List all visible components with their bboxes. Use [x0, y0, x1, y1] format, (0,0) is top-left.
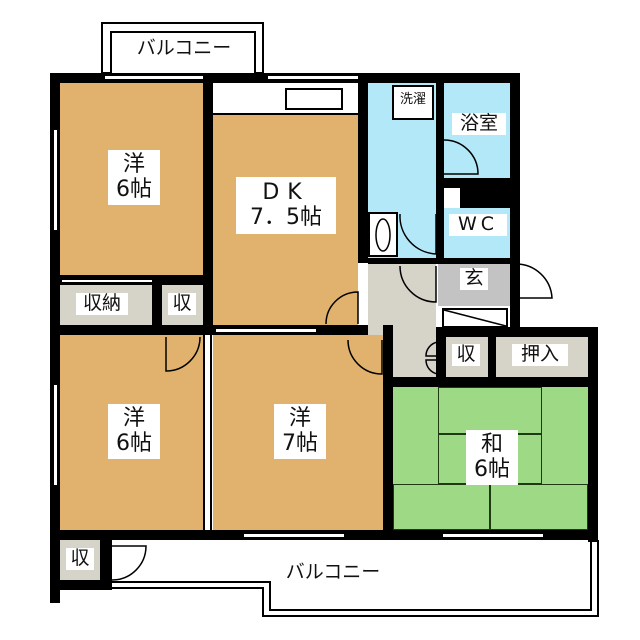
room-type: 和 [480, 432, 503, 457]
kitchen-sink [285, 88, 343, 110]
door-swing-icon [347, 339, 383, 375]
outer-wall [588, 327, 598, 542]
door-swing-icon [399, 213, 437, 255]
outer-wall [430, 327, 598, 337]
wall [152, 285, 162, 330]
room-size: 6帖 [474, 457, 510, 483]
window [52, 385, 59, 485]
entrance-door-icon [515, 263, 553, 299]
balcony-bottom-outline [112, 540, 599, 617]
wall [488, 337, 496, 385]
room-type: 洋 [122, 152, 145, 177]
storage-small-1-label: 収 [168, 292, 196, 315]
laundry-label: 洗濯 [395, 92, 431, 108]
window [244, 532, 344, 539]
room-western-sw-label: 洋 6帖 [108, 404, 160, 459]
storage-door [62, 278, 152, 284]
door-swing-icon [165, 336, 201, 372]
room-size: 6帖 [116, 177, 152, 203]
balcony-bottom-label: バルコニー [285, 561, 381, 583]
wall [50, 580, 112, 590]
room-western-nw-label: 洋 6帖 [108, 150, 160, 205]
room-type: DK [262, 180, 310, 205]
storage-small-2-label: 収 [452, 343, 480, 366]
door-swing-icon [443, 139, 479, 175]
wall [460, 178, 510, 208]
wall [383, 325, 393, 540]
washbasin [368, 212, 398, 257]
outer-wall [510, 73, 520, 331]
wall [358, 73, 368, 263]
room-entrance-label: 玄 [460, 267, 488, 290]
storage-closet-label: 収納 [76, 292, 128, 315]
door-swing-icon [325, 291, 359, 325]
room-japanese-label: 和 6帖 [466, 430, 518, 485]
oshiire-label: 押入 [512, 343, 568, 366]
door-swing-icon [111, 545, 147, 581]
tatami-mat [393, 484, 490, 530]
washbasin-icon [375, 218, 391, 252]
wall [203, 73, 213, 335]
tatami-mat [490, 484, 588, 530]
room-bath-label: 浴室 [452, 112, 506, 135]
wall [436, 327, 446, 387]
wall [436, 73, 444, 263]
window [52, 130, 59, 230]
room-size: 7帖 [282, 431, 318, 457]
window [105, 74, 203, 81]
door-swing-icon [399, 265, 437, 303]
room-dk-label: DK 7．5帖 [236, 177, 336, 234]
window [268, 74, 358, 81]
wall [100, 540, 112, 590]
room-size: 6帖 [116, 431, 152, 457]
room-size: 7．5帖 [250, 205, 322, 231]
room-type: 洋 [122, 406, 145, 431]
storage-small-3-label: 収 [66, 547, 94, 570]
tatami-mat [438, 387, 542, 434]
outer-wall [50, 73, 60, 603]
sliding-partition [203, 335, 212, 530]
window [443, 532, 543, 539]
room-wc-label: WC [449, 213, 507, 236]
balcony-top-inner [110, 31, 256, 74]
balcony-top-label: バルコニー [136, 37, 232, 59]
double-door-icon [425, 341, 439, 375]
shoe-cabinet-icon [443, 309, 507, 327]
room-type: 洋 [288, 406, 311, 431]
room-western-s-label: 洋 7帖 [274, 404, 326, 459]
wall [393, 377, 588, 387]
wall [368, 258, 510, 264]
window [216, 327, 316, 334]
